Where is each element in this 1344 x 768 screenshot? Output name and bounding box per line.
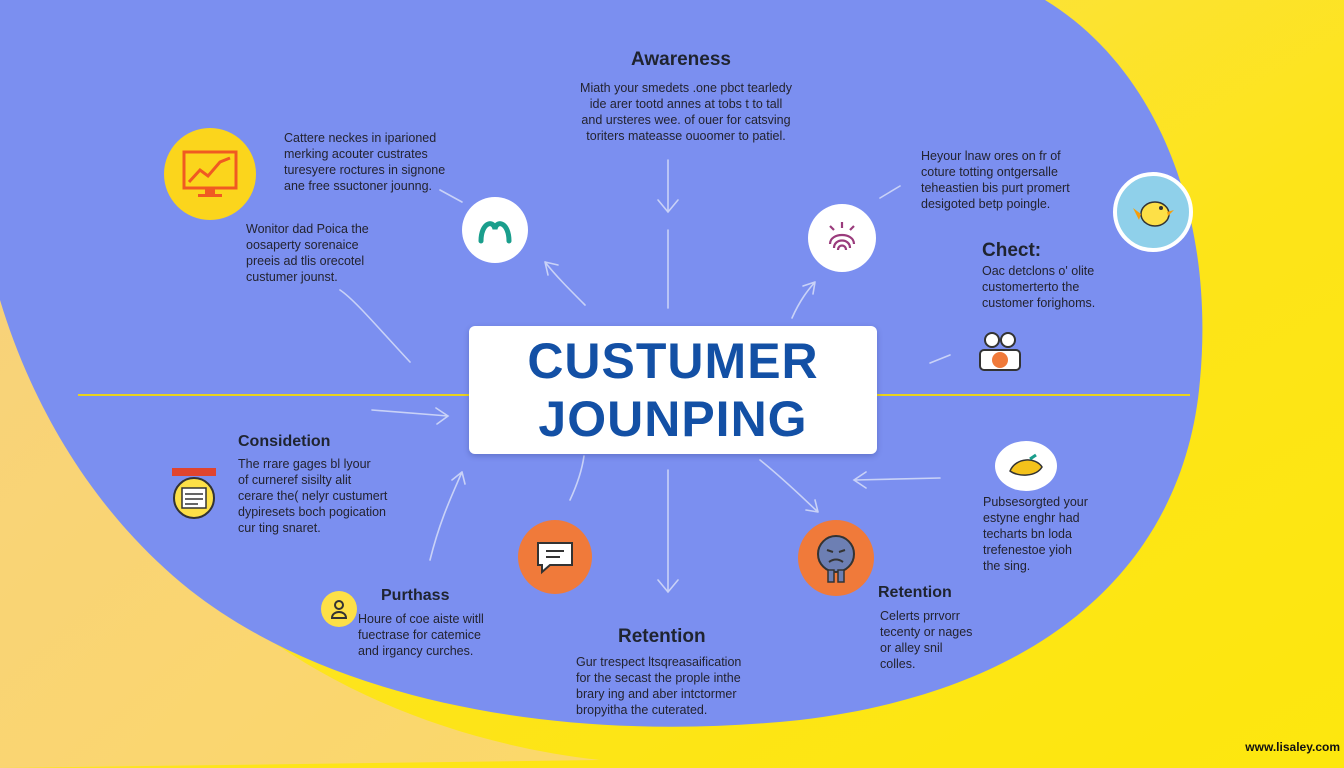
retention-right-text: Celerts prrvorr tecenty or nages or alle… xyxy=(880,609,973,671)
people-icon xyxy=(974,330,1026,374)
checkout-title: Chect: xyxy=(982,240,1042,261)
loyalty-text: Pubsesorgted your estyne enghr had techa… xyxy=(983,495,1088,573)
lemon-icon xyxy=(995,441,1057,491)
user-badge-icon xyxy=(321,591,357,627)
mid-left-text: Wonitor dad Poica the oosaperty sorenaic… xyxy=(246,222,369,284)
wave-logo-icon xyxy=(462,197,528,263)
chat-bubble-icon xyxy=(518,520,592,594)
top-left-text: Cattere neckes in iparioned merking acou… xyxy=(284,131,446,193)
center-title-box: CUSTUMER JOUNPING xyxy=(469,326,877,454)
checkout-text: Oac detclons o' olite customerterto the … xyxy=(982,264,1096,310)
fingerprint-icon xyxy=(808,204,876,272)
center-title-line2: JOUNPING xyxy=(538,391,808,447)
retention-right-title: Retention xyxy=(878,584,952,601)
purchase-title: Purthass xyxy=(381,587,450,604)
top-right-text: Heyour lnaw ores on fr of coture totting… xyxy=(921,149,1070,211)
chick-icon xyxy=(1113,172,1193,252)
purchase-text: Houre of coe aiste witll fuectrase for c… xyxy=(358,612,484,658)
consideration-title: Considetion xyxy=(238,433,331,450)
watermark: www.lisaley.com xyxy=(1245,740,1340,754)
center-title-line1: CUSTUMER xyxy=(527,333,819,389)
awareness-title: Awareness xyxy=(631,49,731,70)
retention-bottom-title: Retention xyxy=(618,626,706,647)
consideration-text: The rrare gages bl lyour of curneref sis… xyxy=(238,457,388,535)
growth-chart-icon xyxy=(164,128,256,220)
frustrated-face-icon xyxy=(798,520,874,596)
retention-bottom-text: Gur trespect ltsqreasaification for the … xyxy=(576,655,742,717)
checklist-icon xyxy=(168,466,220,522)
awareness-text: Miath your smedets .one pbct tearledy id… xyxy=(580,81,792,143)
